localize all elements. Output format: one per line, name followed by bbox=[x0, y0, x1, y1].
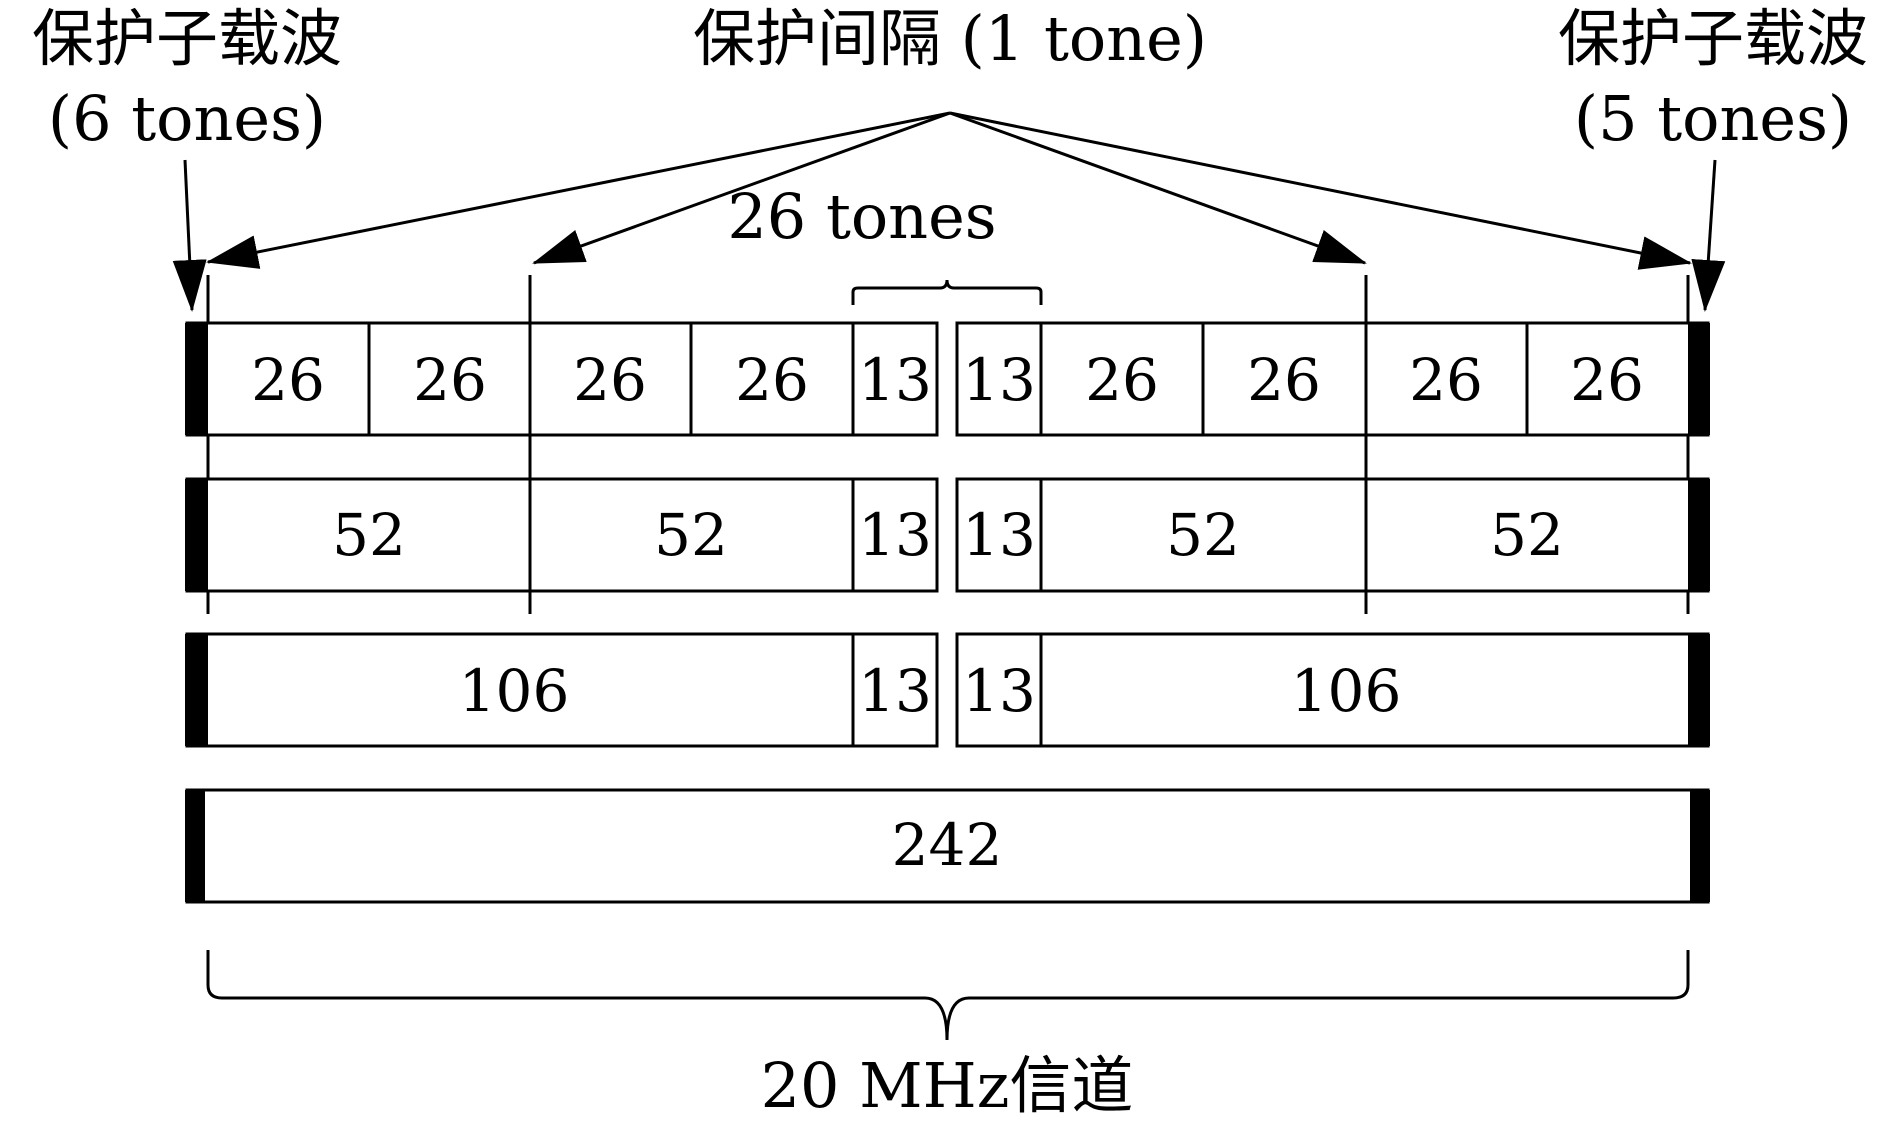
ru-cell: 106 bbox=[1291, 657, 1402, 725]
ru-cell: 26 bbox=[1247, 346, 1321, 414]
ru-cell: 26 bbox=[1570, 346, 1644, 414]
row2-left-frame bbox=[185, 477, 939, 593]
channel-label: 20 MHz信道 bbox=[761, 1049, 1134, 1122]
row-106-tone: 106 13 13 106 bbox=[185, 632, 1710, 748]
guard-bar-right bbox=[1688, 323, 1710, 435]
guard-interval-label: 保护间隔 (1 tone) bbox=[693, 2, 1207, 75]
row3-left-frame bbox=[185, 632, 939, 748]
guard-bar-right bbox=[1690, 790, 1710, 902]
arrow-guard-left bbox=[172, 159, 207, 312]
ru-cell: 26 bbox=[413, 346, 487, 414]
ru-cell: 52 bbox=[1166, 501, 1240, 569]
row1-right-frame bbox=[955, 321, 1710, 437]
row-242-tone: 242 bbox=[185, 788, 1710, 904]
ru-cell: 26 bbox=[1085, 346, 1159, 414]
ru-cell: 26 bbox=[573, 346, 647, 414]
row-52-tone: 52 52 13 13 52 52 bbox=[185, 477, 1710, 593]
arrow-guard-4 bbox=[949, 111, 1692, 270]
guard-bar-right bbox=[1688, 634, 1710, 746]
arrow-guard-right bbox=[1691, 159, 1726, 312]
ru-cell: 13 bbox=[962, 346, 1036, 414]
guard-bar-left bbox=[185, 634, 208, 746]
guard-bar-left bbox=[185, 479, 208, 591]
ru-cell: 13 bbox=[962, 501, 1036, 569]
ru-cell: 26 bbox=[251, 346, 325, 414]
row2-right-frame bbox=[955, 477, 1710, 593]
row4-frame bbox=[185, 788, 1710, 904]
ru-cell: 52 bbox=[1490, 501, 1564, 569]
guard-interval-arrows bbox=[206, 111, 1692, 270]
arrow-guard-1 bbox=[206, 111, 951, 269]
ru-cell: 13 bbox=[858, 501, 932, 569]
guard-left-label: 保护子载波 bbox=[32, 2, 342, 75]
arrow-guard-3 bbox=[949, 111, 1367, 265]
center-ru-brace bbox=[851, 279, 1043, 305]
guard-bar-right bbox=[1688, 479, 1710, 591]
ru-cell: 13 bbox=[858, 346, 932, 414]
channel-brace bbox=[206, 950, 1690, 1041]
ru-cell: 242 bbox=[892, 811, 1003, 879]
ru-cell: 26 bbox=[1409, 346, 1483, 414]
guard-bar-left bbox=[185, 790, 205, 902]
guard-left-count: (6 tones) bbox=[48, 82, 326, 155]
ru-cell: 13 bbox=[858, 657, 932, 725]
ru-cell: 106 bbox=[459, 657, 570, 725]
center-ru-label: 26 tones bbox=[727, 180, 996, 253]
arrow-guard-2 bbox=[532, 111, 951, 265]
row-26-tone: 26 26 26 26 13 13 26 26 26 26 bbox=[185, 321, 1710, 437]
guard-right-label: 保护子载波 bbox=[1558, 2, 1868, 75]
ru-cell: 52 bbox=[654, 501, 728, 569]
guard-bar-left bbox=[185, 323, 208, 435]
ru-cell: 52 bbox=[332, 501, 406, 569]
ru-cell: 13 bbox=[962, 657, 1036, 725]
guard-right-count: (5 tones) bbox=[1574, 82, 1852, 155]
ru-cell: 26 bbox=[735, 346, 809, 414]
